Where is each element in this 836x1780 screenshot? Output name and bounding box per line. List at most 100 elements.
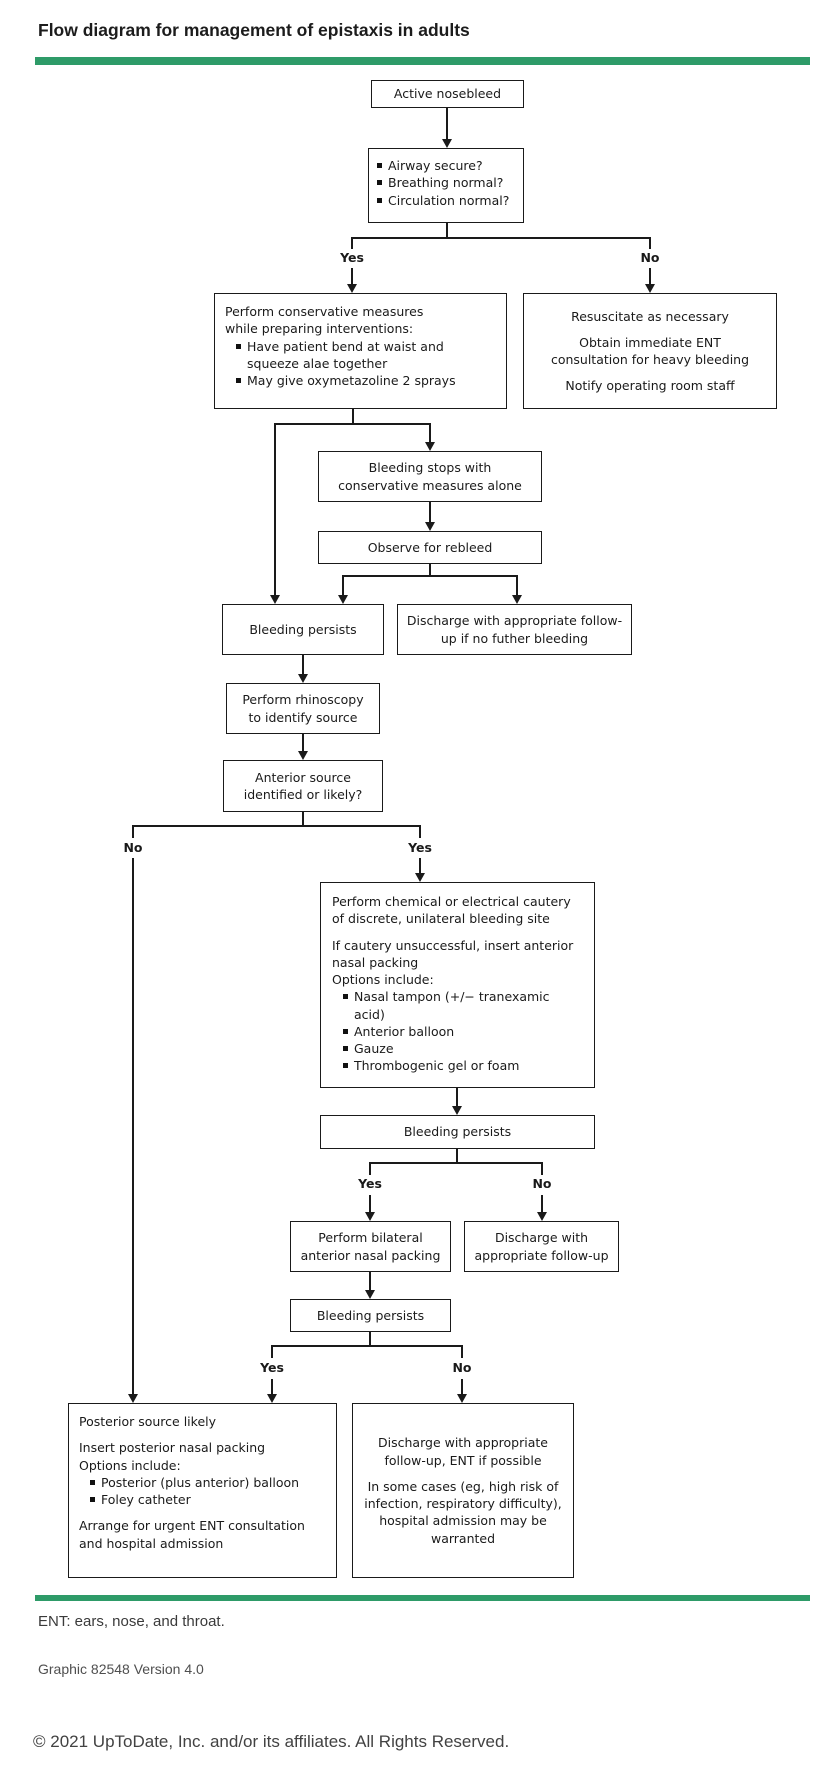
node-text: Observe for rebleed [367,539,493,555]
graphic-version: Graphic 82548 Version 4.0 [38,1661,204,1677]
connector-line [429,502,431,523]
arrowhead-icon [457,1394,467,1403]
connector-line [274,423,276,595]
connector-line [302,812,304,827]
connector-line [516,575,518,595]
node-bleeding-stops: Bleeding stops with conservative measure… [318,451,542,502]
arrowhead-icon [347,284,357,293]
connector-line [132,858,134,1394]
arrowhead-icon [298,674,308,683]
connector-line [419,858,421,873]
arrowhead-icon [270,595,280,604]
node-posterior-source: Posterior source likely Insert posterior… [68,1403,337,1578]
node-text: Bleeding stops with conservative measure… [338,460,522,493]
bullet-text: Posterior (plus anterior) balloon [101,1474,300,1490]
node-text: Bleeding persists [316,1307,425,1323]
node-text: Bleeding persists [249,621,357,637]
bullet-icon [343,994,348,1000]
node-text: In some cases (eg, high risk of infectio… [364,1478,562,1546]
connector-line [541,1195,543,1212]
bullet-icon [377,180,382,186]
connector-line [446,223,448,239]
arrowhead-icon [452,1106,462,1115]
node-text: Discharge with appropriate follow-up, EN… [378,1435,548,1468]
bullet-icon [236,378,241,383]
node-text: Arrange for urgent ENT consultation and … [79,1518,305,1551]
abbreviation-note: ENT: ears, nose, and throat. [38,1613,225,1630]
node-text: Resuscitate as necessary [571,308,729,324]
connector-line [274,423,431,425]
node-text: Discharge with appropriate follow-up if … [406,613,623,646]
connector-line [369,1162,371,1175]
branch-label-no: No [123,840,143,855]
connector-line [429,563,431,577]
branch-label-no: No [640,250,660,265]
connector-line [456,1088,458,1106]
bullet-icon [90,1479,95,1485]
arrowhead-icon [537,1212,547,1221]
connector-line [461,1345,463,1358]
node-rhinoscopy: Perform rhinoscopy to identify source [226,683,380,734]
top-divider-bar [35,57,810,65]
branch-label-no: No [532,1176,552,1191]
arrowhead-icon [267,1394,277,1403]
node-text: Bleeding persists [403,1124,512,1140]
node-text: Discharge with appropriate follow-up [474,1230,609,1263]
arrowhead-icon [298,751,308,760]
node-bilateral-packing: Perform bilateral anterior nasal packing [290,1221,451,1272]
connector-line [352,409,354,425]
arrowhead-icon [128,1394,138,1403]
node-discharge-followup-2: Discharge with appropriate follow-up [464,1221,619,1272]
node-observe-rebleed: Observe for rebleed [318,531,542,564]
connector-line [369,1272,371,1290]
node-bleeding-persists-1: Bleeding persists [222,604,384,655]
connector-line [369,1332,371,1347]
connector-line [351,237,650,239]
bullet-text: May give oxymetazoline 2 sprays [247,373,456,388]
bullet-text: Thrombogenic gel or foam [354,1058,520,1074]
node-text: Insert posterior nasal packing [79,1440,266,1456]
branch-label-yes: Yes [358,1176,382,1191]
connector-line [132,825,421,827]
node-anterior-source: Anterior source identified or likely? [223,760,383,812]
bullet-icon [90,1497,95,1502]
connector-line [456,1149,458,1164]
node-text: Perform bilateral anterior nasal packing [300,1230,441,1263]
arrowhead-icon [442,139,452,148]
connector-line [271,1345,463,1347]
arrowhead-icon [365,1290,375,1299]
branch-label-yes: Yes [340,250,364,265]
connector-line [649,237,651,249]
node-text: Posterior source likely [79,1414,216,1429]
node-text: Options include: [332,972,434,987]
bullet-icon [343,1046,348,1051]
bullet-text: Anterior balloon [354,1023,455,1039]
node-abc-check: Airway secure? Breathing normal? Circula… [368,148,524,223]
connector-line [369,1195,371,1212]
node-resuscitate: Resuscitate as necessary Obtain immediat… [523,293,777,409]
node-text: Perform rhinoscopy to identify source [242,692,364,725]
bullet-text: Foley catheter [101,1492,191,1507]
node-bleeding-persists-3: Bleeding persists [290,1299,451,1332]
bullet-text: Airway secure? [388,158,483,173]
connector-line [132,825,134,838]
connector-line [461,1379,463,1394]
copyright-notice: © 2021 UpToDate, Inc. and/or its affilia… [33,1732,510,1751]
arrowhead-icon [365,1212,375,1221]
connector-line [649,268,651,285]
node-cautery-anterior-packing: Perform chemical or electrical cautery o… [320,882,595,1088]
arrowhead-icon [425,522,435,531]
bullet-icon [377,163,382,168]
node-text: Notify operating room staff [565,378,735,394]
bullet-icon [377,197,382,203]
node-text: Anterior source identified or likely? [243,769,363,802]
connector-line [446,107,448,140]
connector-line [342,575,344,595]
connector-line [351,237,353,249]
bullet-icon [343,1028,348,1034]
connector-line [271,1379,273,1394]
arrowhead-icon [415,873,425,882]
node-text: Options include: [79,1457,181,1473]
node-active-nosebleed: Active nosebleed [371,80,524,108]
branch-label-yes: Yes [408,840,432,855]
